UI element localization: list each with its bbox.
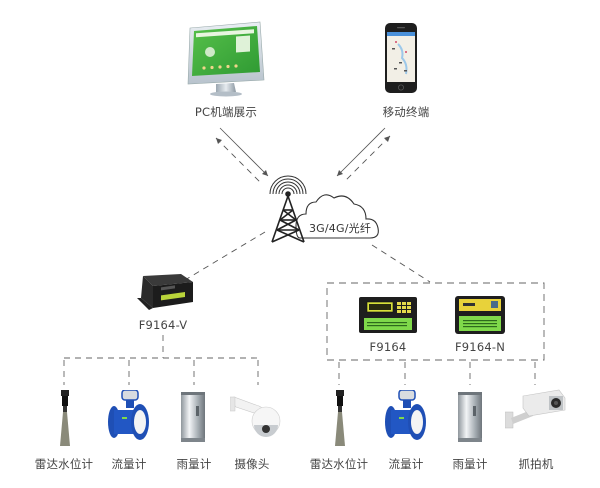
radar-level-gauge-icon <box>60 390 70 446</box>
right-device-tree <box>338 362 536 385</box>
controller-f9164n <box>455 296 505 334</box>
f9164v-label: F9164-V <box>138 318 188 332</box>
left-device-tree <box>63 335 262 385</box>
box-camera-icon <box>504 389 566 429</box>
radar-level-gauge-right <box>330 390 350 446</box>
rain-gauge-icon <box>181 392 205 442</box>
dome-camera-icon <box>229 396 281 437</box>
rain-gauge-left <box>180 392 206 442</box>
box-camera <box>504 388 567 430</box>
radar-level-gauge-right-label: 雷达水位计 <box>309 457 369 471</box>
radar-level-gauge-left-label: 雷达水位计 <box>34 457 94 471</box>
radar-level-gauge-icon <box>335 390 345 446</box>
flowmeter-left <box>108 389 150 442</box>
radar-level-gauge-left <box>55 390 75 446</box>
f9164v-device-icon <box>137 274 193 310</box>
right-controller-group-box <box>326 282 545 361</box>
mobile-terminal-label: 移动终端 <box>382 105 430 119</box>
mobile-phone-icon <box>385 23 417 93</box>
capture-camera-label: 抓拍机 <box>518 457 554 471</box>
f9164-device-icon <box>359 297 417 333</box>
f9164n-device-icon <box>455 296 505 334</box>
rain-gauge-icon <box>458 392 482 442</box>
controller-f9164v <box>135 270 195 312</box>
pc-monitor-icon <box>187 21 265 97</box>
f9164n-label: F9164-N <box>454 340 506 354</box>
flowmeter-left-label: 流量计 <box>111 457 147 471</box>
rain-gauge-right <box>457 392 483 442</box>
dome-camera <box>229 395 282 437</box>
controller-f9164 <box>359 297 417 333</box>
signal-waves-icon <box>269 175 307 195</box>
mobile-phone <box>384 22 418 94</box>
f9164-label: F9164 <box>369 340 407 354</box>
flowmeter-icon <box>385 389 426 440</box>
rain-gauge-left-label: 雨量计 <box>176 457 212 471</box>
camera-label: 摄像头 <box>234 457 270 471</box>
rain-gauge-right-label: 雨量计 <box>452 457 488 471</box>
pc-display-label: PC机端展示 <box>194 105 258 119</box>
flowmeter-right-label: 流量计 <box>388 457 424 471</box>
network-hub <box>262 172 382 248</box>
mobile-link <box>336 127 391 183</box>
tower-to-left-link <box>184 231 266 281</box>
tower-icon <box>271 191 305 243</box>
flowmeter-icon <box>108 389 149 440</box>
flowmeter-right <box>385 389 427 442</box>
network-label: 3G/4G/光纤 <box>308 222 372 235</box>
cloud-to-right-link <box>371 244 431 283</box>
pc-monitor <box>186 18 266 98</box>
network-icon <box>269 175 379 243</box>
pc-link <box>215 127 269 185</box>
